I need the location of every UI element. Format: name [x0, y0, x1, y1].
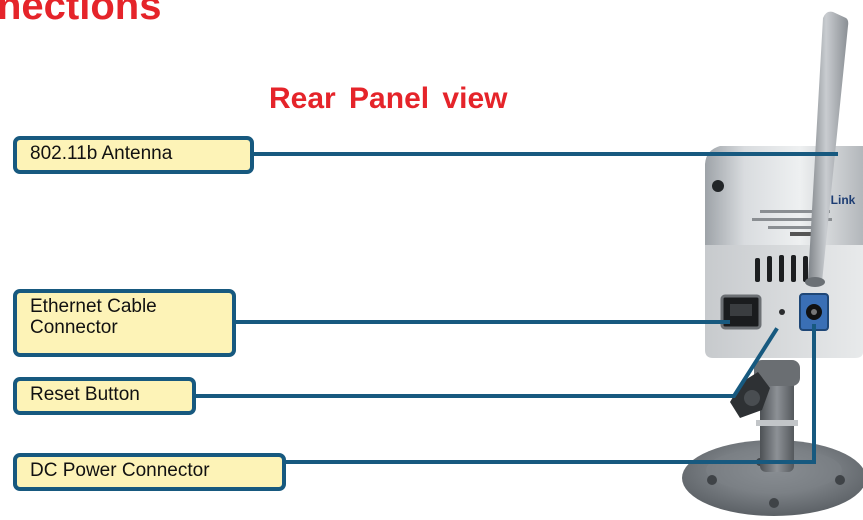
product-label: [752, 210, 832, 236]
reset-leader-line: [194, 327, 779, 398]
leader-lines: [194, 152, 838, 464]
reset-button-hole: [779, 309, 785, 315]
dc-power-leader-line: [284, 324, 816, 464]
body-screw: [712, 180, 724, 192]
callout-reset-button: Reset Button: [13, 377, 196, 415]
camera-body: D-Link: [705, 146, 863, 358]
callout-antenna-label: 802.11b Antenna: [30, 143, 173, 164]
callout-dc-power-label: DC Power Connector: [30, 460, 210, 481]
callout-ethernet-label-line1: Ethernet Cable: [30, 296, 157, 317]
antenna: [805, 11, 849, 287]
callout-reset-label: Reset Button: [30, 384, 140, 405]
rear-panel-view-title: Rear Panel view: [269, 82, 508, 115]
callout-ethernet-label-line2: Connector: [30, 317, 118, 338]
callout-antenna: 802.11b Antenna: [13, 136, 254, 174]
camera-stand: [682, 360, 863, 516]
callout-ethernet-cable-connector: Ethernet Cable Connector: [13, 289, 236, 357]
page-heading: nections: [0, 0, 162, 28]
vent-slots: [755, 255, 820, 282]
callout-dc-power-connector: DC Power Connector: [13, 453, 286, 491]
